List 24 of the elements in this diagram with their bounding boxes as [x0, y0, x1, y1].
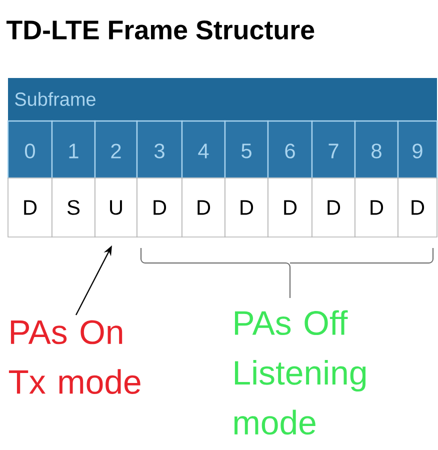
column-number: 1 — [51, 120, 96, 179]
column-number: 6 — [267, 120, 313, 179]
subframe-cell: D — [224, 178, 268, 238]
title: TD-LTE Frame Structure — [6, 20, 314, 40]
subframe-cell: S — [52, 178, 96, 238]
subframe-cell: D — [354, 178, 398, 238]
subframe-cell: D — [398, 178, 438, 238]
header-band: Subframe — [8, 78, 437, 121]
annotation-text: PAs On Tx mode — [8, 320, 140, 394]
subframe-cell: D — [312, 178, 356, 238]
subframe-cell: D — [182, 178, 226, 238]
column-number: 8 — [354, 120, 399, 179]
column-number: 4 — [181, 120, 226, 179]
subframe-cell: D — [8, 178, 52, 238]
column-number: 2 — [94, 120, 138, 179]
column-number: 5 — [224, 120, 269, 179]
annotation-text: PAs Off Listening mode — [234, 310, 366, 435]
column-number: 9 — [397, 120, 438, 179]
column-number: 7 — [311, 120, 356, 179]
subframe-cell: U — [94, 178, 138, 238]
column-number: 0 — [7, 120, 53, 179]
subframe-cell: D — [268, 178, 312, 238]
subframe-cell: D — [136, 178, 182, 238]
column-number: 3 — [136, 120, 183, 179]
